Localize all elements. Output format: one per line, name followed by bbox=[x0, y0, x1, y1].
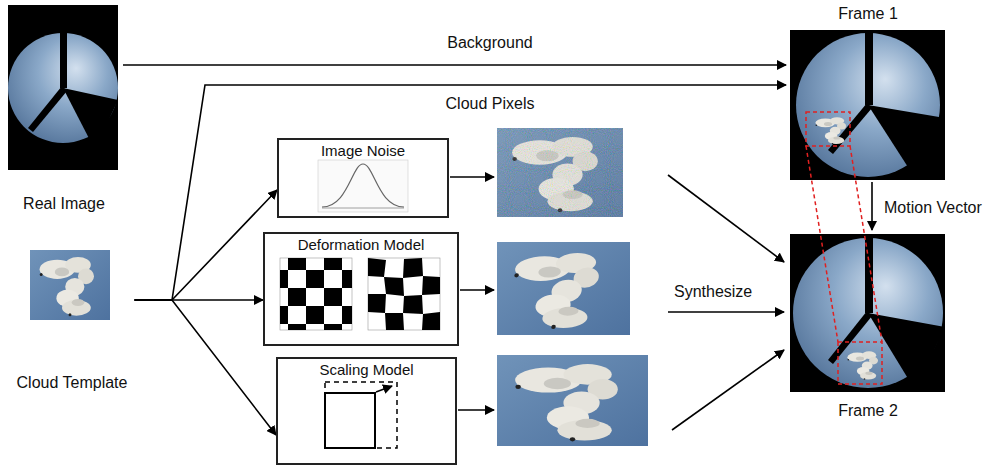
arrow-connector bbox=[135, 190, 278, 300]
box-title: Deformation Model bbox=[298, 236, 425, 254]
arrow-connector bbox=[871, 182, 873, 230]
image-panel: Cloud Template bbox=[10, 246, 135, 392]
step-label: Synthesize bbox=[672, 282, 754, 301]
process-box: Deformation Model bbox=[263, 232, 459, 346]
image-caption: Real Image bbox=[23, 194, 105, 213]
process-box: Image Noise bbox=[277, 138, 449, 218]
process-box: Scaling Model bbox=[276, 357, 457, 465]
edge-label: Background bbox=[445, 33, 534, 52]
image-panel: Real Image bbox=[5, 3, 123, 213]
edge-label: Cloud Pixels bbox=[444, 94, 537, 113]
arrow-connector bbox=[123, 64, 786, 66]
edge-label: Motion Vector bbox=[882, 198, 984, 217]
arrow-connector bbox=[135, 85, 787, 300]
image-caption: Frame 2 bbox=[838, 401, 898, 420]
box-title: Image Noise bbox=[321, 142, 405, 160]
frame-panel: Frame 2 bbox=[786, 230, 950, 420]
image-caption: Frame 1 bbox=[838, 4, 898, 23]
image-caption: Cloud Template bbox=[17, 373, 128, 392]
box-title: Scaling Model bbox=[319, 361, 413, 379]
arrow-connector bbox=[135, 300, 277, 435]
frame-panel: Frame 1 bbox=[786, 4, 950, 182]
